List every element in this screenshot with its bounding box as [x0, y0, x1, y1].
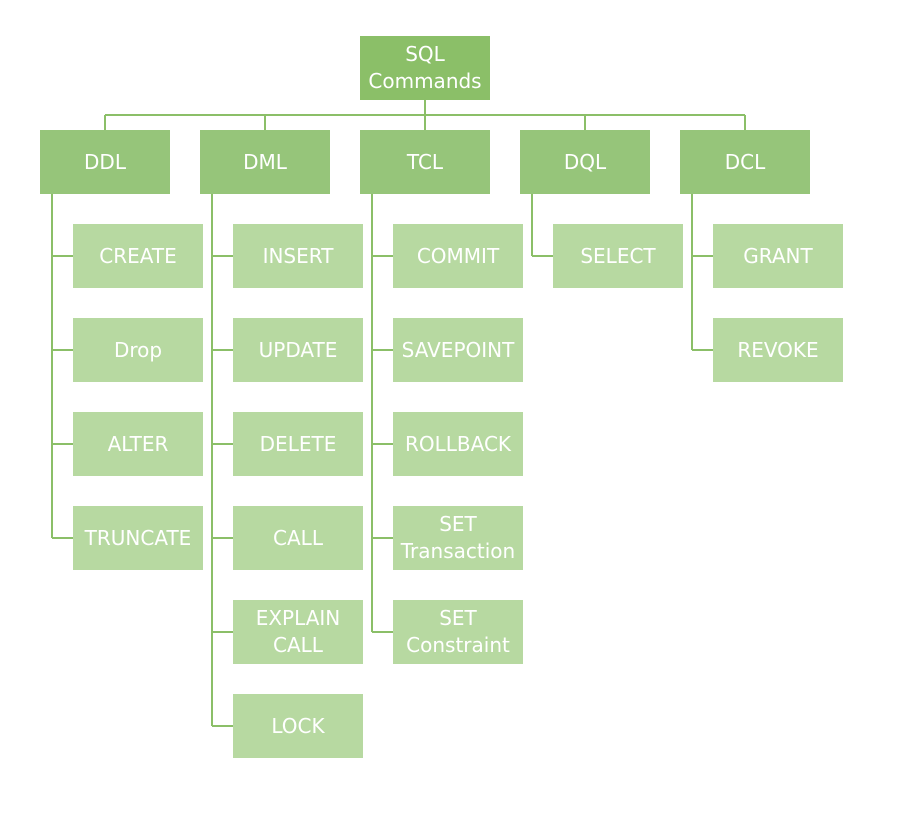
command-node-ddl-1-label: Drop: [113, 337, 163, 362]
command-node-ddl-0-label: CREATE: [99, 243, 177, 268]
command-node-tcl-1: SAVEPOINT: [393, 318, 523, 382]
command-node-dml-0: INSERT: [233, 224, 363, 288]
command-node-tcl-1-label: SAVEPOINT: [401, 337, 515, 362]
command-node-dml-3: CALL: [233, 506, 363, 570]
command-node-tcl-3-label: SET Transaction: [400, 512, 516, 563]
command-node-dml-4-label: EXPLAIN CALL: [255, 606, 341, 657]
command-node-dql-0-label: SELECT: [580, 243, 656, 268]
command-node-ddl-2-label: ALTER: [107, 431, 169, 456]
command-node-tcl-2-label: ROLLBACK: [404, 431, 512, 456]
command-node-tcl-2: ROLLBACK: [393, 412, 523, 476]
command-node-tcl-4-label: SET Constraint: [406, 606, 510, 657]
command-node-tcl-3: SET Transaction: [393, 506, 523, 570]
category-node-dql-label: DQL: [563, 149, 607, 174]
command-node-dml-1-label: UPDATE: [258, 337, 338, 362]
category-node-ddl-label: DDL: [84, 149, 126, 174]
command-node-tcl-0: COMMIT: [393, 224, 523, 288]
command-node-dml-4: EXPLAIN CALL: [233, 600, 363, 664]
command-node-ddl-3: TRUNCATE: [73, 506, 203, 570]
category-node-dql: DQL: [520, 130, 650, 194]
command-node-dcl-1: REVOKE: [713, 318, 843, 382]
category-node-dml-label: DML: [243, 149, 287, 174]
command-node-ddl-0: CREATE: [73, 224, 203, 288]
command-node-dml-2-label: DELETE: [259, 431, 337, 456]
category-node-dcl-label: DCL: [724, 149, 766, 174]
category-node-ddl: DDL: [40, 130, 170, 194]
command-node-ddl-1: Drop: [73, 318, 203, 382]
category-node-dcl: DCL: [680, 130, 810, 194]
category-node-dml: DML: [200, 130, 330, 194]
command-node-dml-5: LOCK: [233, 694, 363, 758]
command-node-ddl-3-label: TRUNCATE: [84, 525, 192, 550]
root-node: SQL Commands: [360, 36, 490, 100]
command-node-dcl-0-label: GRANT: [743, 243, 813, 268]
command-node-dql-0: SELECT: [553, 224, 683, 288]
category-node-tcl: TCL: [360, 130, 490, 194]
command-node-dcl-0: GRANT: [713, 224, 843, 288]
command-node-dcl-1-label: REVOKE: [737, 337, 819, 362]
command-node-dml-5-label: LOCK: [271, 713, 325, 738]
command-node-dml-2: DELETE: [233, 412, 363, 476]
command-node-tcl-0-label: COMMIT: [416, 243, 500, 268]
command-node-tcl-4: SET Constraint: [393, 600, 523, 664]
command-node-ddl-2: ALTER: [73, 412, 203, 476]
command-node-dml-3-label: CALL: [273, 525, 323, 550]
command-node-dml-0-label: INSERT: [262, 243, 334, 268]
root-node-label: SQL Commands: [368, 42, 482, 93]
category-node-tcl-label: TCL: [406, 149, 444, 174]
command-node-dml-1: UPDATE: [233, 318, 363, 382]
